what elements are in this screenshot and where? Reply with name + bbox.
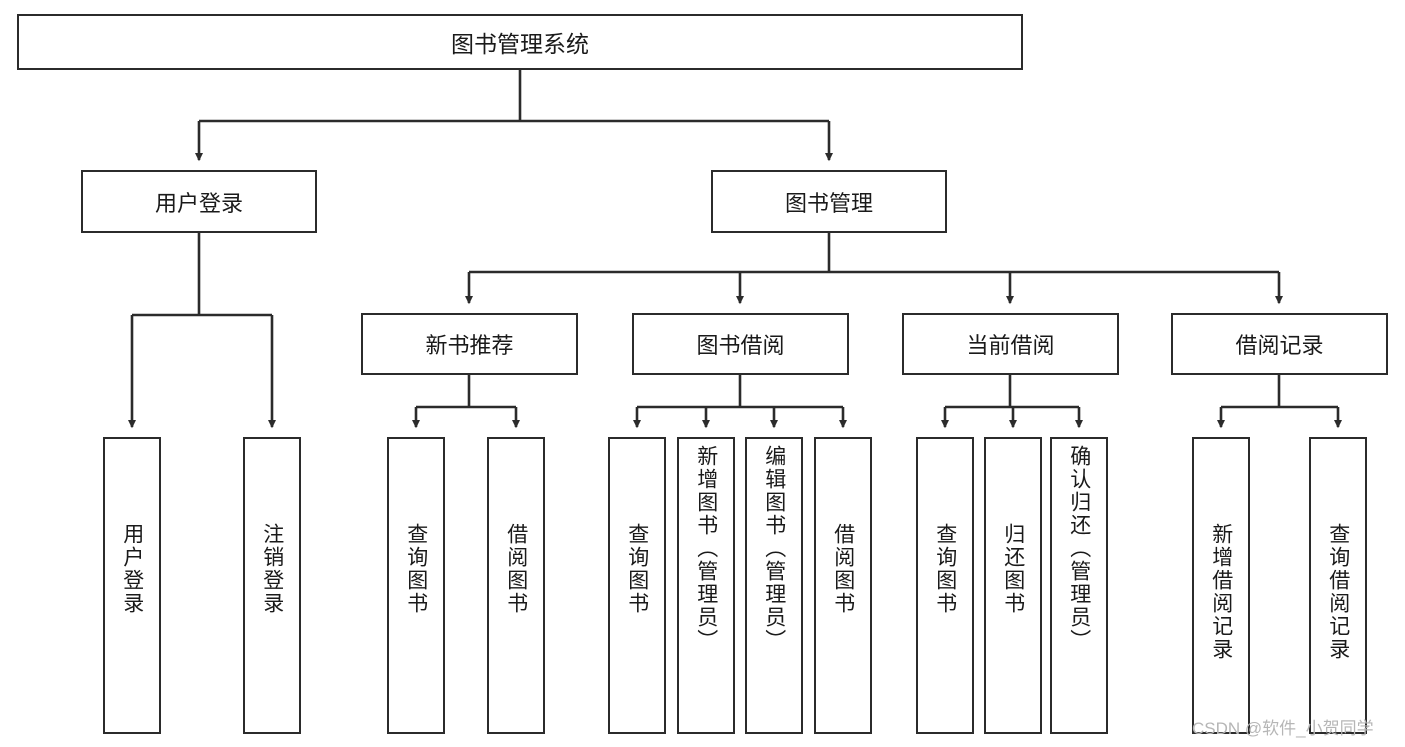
node-leaf-借阅图书[interactable]: 借阅图书 bbox=[487, 437, 545, 734]
node-label: 当前借阅 bbox=[966, 333, 1055, 358]
node-level3-借阅记录[interactable]: 借阅记录 bbox=[1171, 313, 1388, 375]
node-level3-当前借阅[interactable]: 当前借阅 bbox=[902, 313, 1119, 375]
node-level2-用户登录[interactable]: 用户登录 bbox=[81, 170, 317, 233]
node-leaf-编辑图书管理员[interactable]: 编辑图书（管理员） bbox=[745, 437, 803, 734]
node-leaf-查询图书[interactable]: 查询图书 bbox=[608, 437, 666, 734]
node-leaf-注销登录[interactable]: 注销登录 bbox=[243, 437, 301, 734]
node-leaf-确认归还管理员[interactable]: 确认归还（管理员） bbox=[1050, 437, 1108, 734]
node-label: 新增图书（管理员） bbox=[694, 445, 718, 652]
node-label: 查询借阅记录 bbox=[1326, 523, 1350, 661]
node-label: 确认归还（管理员） bbox=[1067, 445, 1091, 652]
node-label: 图书借阅 bbox=[696, 333, 785, 358]
node-label: 借阅图书 bbox=[831, 523, 855, 615]
node-leaf-用户登录[interactable]: 用户登录 bbox=[103, 437, 161, 734]
node-leaf-借阅图书[interactable]: 借阅图书 bbox=[814, 437, 872, 734]
node-label: 查询图书 bbox=[404, 523, 428, 615]
node-label: 新增借阅记录 bbox=[1209, 523, 1233, 661]
node-leaf-归还图书[interactable]: 归还图书 bbox=[984, 437, 1042, 734]
node-root-book-management-system[interactable]: 图书管理系统 bbox=[17, 14, 1023, 70]
node-label: 图书管理 bbox=[784, 190, 873, 216]
node-label: 借阅记录 bbox=[1235, 333, 1324, 358]
node-label: 图书管理系统 bbox=[451, 31, 589, 57]
node-leaf-查询借阅记录[interactable]: 查询借阅记录 bbox=[1309, 437, 1367, 734]
node-level3-新书推荐[interactable]: 新书推荐 bbox=[361, 313, 578, 375]
node-label: 编辑图书（管理员） bbox=[762, 445, 786, 652]
node-label: 借阅图书 bbox=[504, 523, 528, 615]
csdn-watermark: CSDN @软件_小贺同学 bbox=[1192, 719, 1374, 738]
node-leaf-新增图书管理员[interactable]: 新增图书（管理员） bbox=[677, 437, 735, 734]
node-label: 用户登录 bbox=[154, 190, 243, 216]
node-label: 用户登录 bbox=[120, 523, 144, 615]
node-label: 归还图书 bbox=[1001, 523, 1025, 615]
node-leaf-新增借阅记录[interactable]: 新增借阅记录 bbox=[1192, 437, 1250, 734]
node-label: 查询图书 bbox=[625, 523, 649, 615]
node-leaf-查询图书[interactable]: 查询图书 bbox=[916, 437, 974, 734]
node-label: 查询图书 bbox=[933, 523, 957, 615]
node-level3-图书借阅[interactable]: 图书借阅 bbox=[632, 313, 849, 375]
node-label: 新书推荐 bbox=[425, 333, 514, 358]
node-level2-图书管理[interactable]: 图书管理 bbox=[711, 170, 947, 233]
node-leaf-查询图书[interactable]: 查询图书 bbox=[387, 437, 445, 734]
node-label: 注销登录 bbox=[260, 523, 284, 615]
